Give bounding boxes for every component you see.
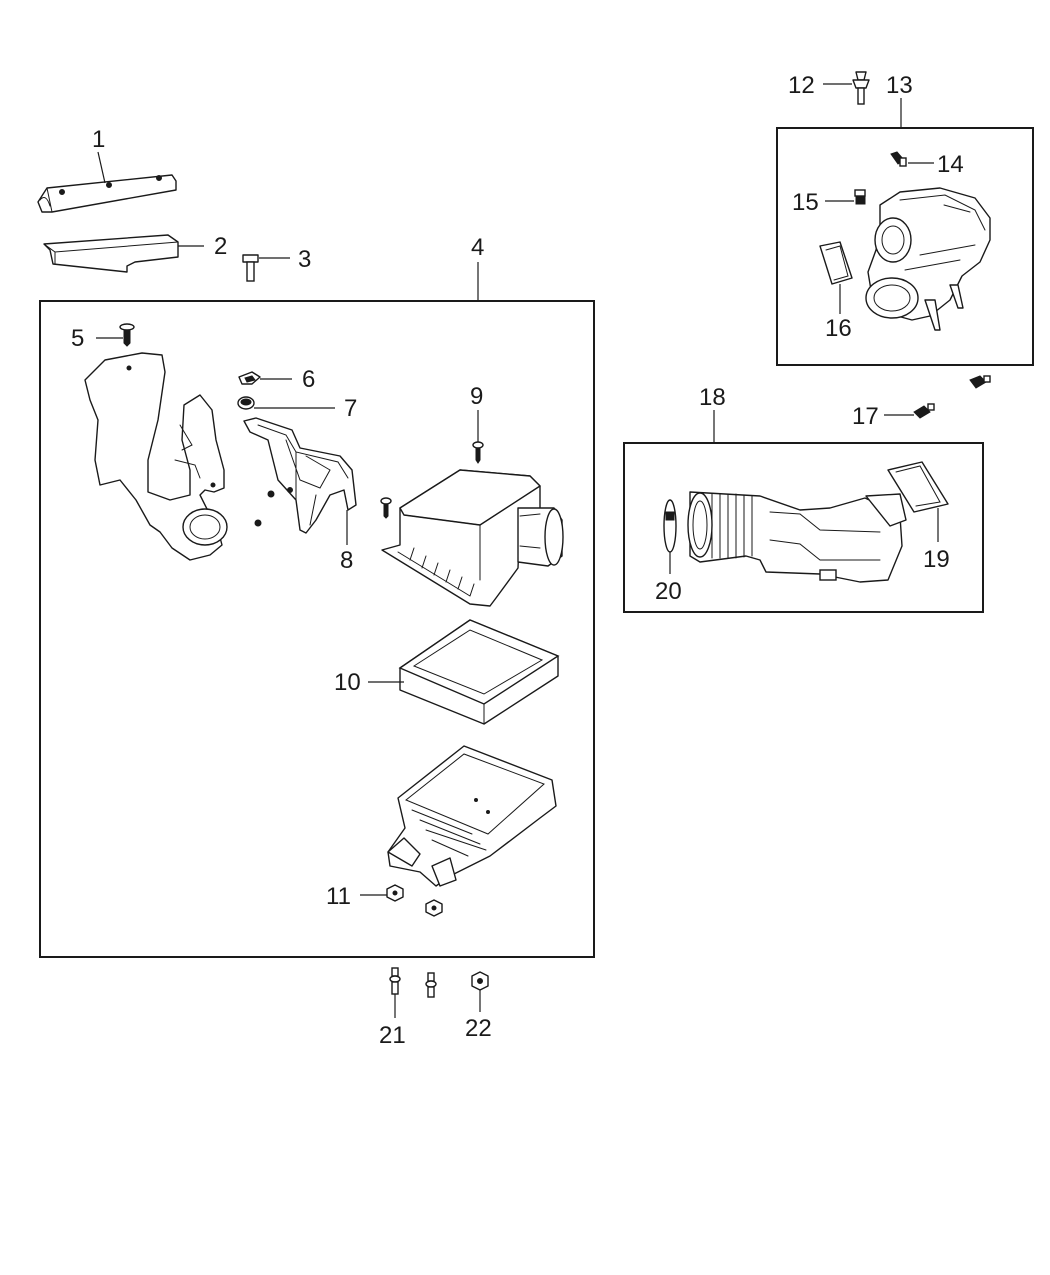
callout-13: 13 xyxy=(886,72,913,99)
air-cleaner-assembly-frame xyxy=(39,300,595,958)
callout-22: 22 xyxy=(465,1015,492,1042)
callout-8: 8 xyxy=(340,547,353,574)
resonator-assembly-frame xyxy=(776,127,1034,366)
part-20-clamp xyxy=(663,499,677,574)
air-cleaner-base xyxy=(387,745,557,887)
part-11-nuts xyxy=(360,884,443,917)
callout-18: 18 xyxy=(699,384,726,411)
part-8-bracket xyxy=(243,417,357,545)
callout-4: 4 xyxy=(471,234,484,261)
callout-21: 21 xyxy=(379,1022,406,1049)
callout-5: 5 xyxy=(71,325,84,352)
callout-2: 2 xyxy=(214,233,227,260)
callout-9: 9 xyxy=(470,383,483,410)
part-3-bolt xyxy=(242,254,290,282)
callout-16: 16 xyxy=(825,315,852,342)
part-7-grommet xyxy=(237,396,335,410)
part-12-push-pin xyxy=(823,71,870,105)
part-6-clip xyxy=(238,371,292,385)
callout-17: 17 xyxy=(852,403,879,430)
resonator xyxy=(865,187,991,331)
part-5-screw xyxy=(96,323,135,347)
callout-1: 1 xyxy=(92,126,105,153)
part-19-clamp-ring xyxy=(887,461,949,542)
callout-15: 15 xyxy=(792,189,819,216)
part-10-filter xyxy=(368,619,560,725)
callout-14: 14 xyxy=(937,151,964,178)
part-9-screw xyxy=(472,410,484,464)
part-17-bolts xyxy=(884,375,991,419)
callout-7: 7 xyxy=(344,395,357,422)
callout-10: 10 xyxy=(334,669,361,696)
cover-screw xyxy=(380,497,392,519)
intake-scoop xyxy=(84,352,228,561)
part-14-bolt xyxy=(890,151,934,167)
callout-6: 6 xyxy=(302,366,315,393)
callout-19: 19 xyxy=(923,546,950,573)
part-21-studs xyxy=(389,967,437,1018)
callout-12: 12 xyxy=(788,72,815,99)
callout-3: 3 xyxy=(298,246,311,273)
callout-20: 20 xyxy=(655,578,682,605)
part-2-deflector xyxy=(43,234,204,273)
intake-duct xyxy=(687,491,907,583)
part-16-clamp-ring xyxy=(819,241,853,314)
part-22-nut xyxy=(471,971,489,1012)
callout-11: 11 xyxy=(326,883,351,910)
air-cleaner-cover xyxy=(381,469,564,607)
intake-duct-assembly-frame xyxy=(623,442,984,613)
part-15-nut xyxy=(825,189,866,205)
part-1-shield xyxy=(37,151,177,213)
